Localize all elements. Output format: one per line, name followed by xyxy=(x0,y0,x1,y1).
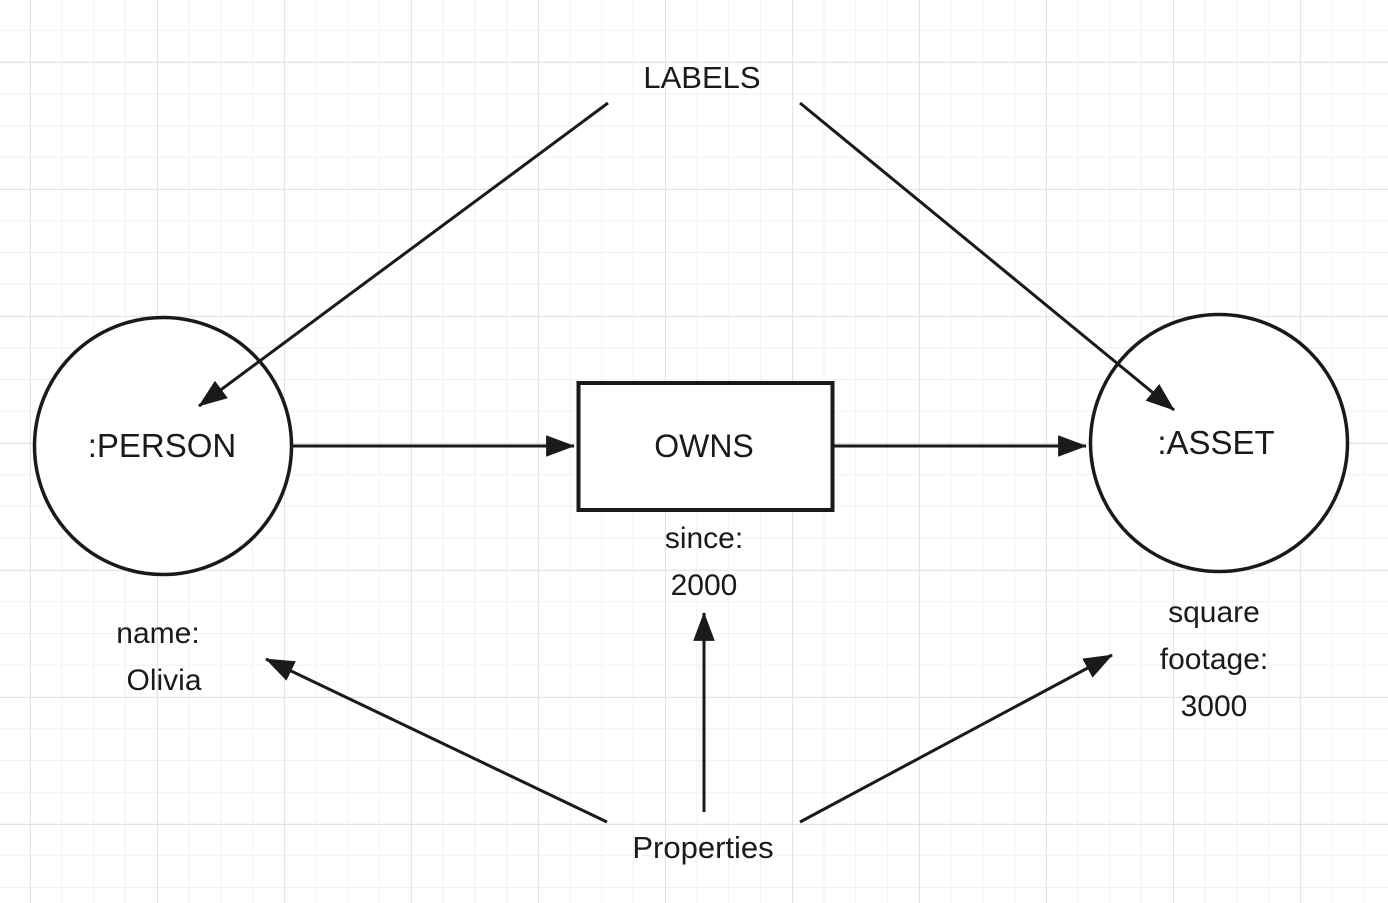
properties-annotation: Properties xyxy=(632,830,773,865)
labels-to-person-arrow xyxy=(198,101,609,408)
asset-property-line-2: footage: xyxy=(1160,643,1268,676)
asset-property-line-1: square xyxy=(1168,596,1260,629)
person-property-line-2: Olivia xyxy=(126,664,201,697)
properties-to-name-arrow xyxy=(265,657,608,824)
asset-node-label: :ASSET xyxy=(1157,424,1274,461)
labels-to-asset-arrow xyxy=(799,101,1175,412)
asset-property-line-3: 3000 xyxy=(1181,690,1248,723)
owns-property-line-1: since: xyxy=(665,522,743,555)
owns-property-line-2: 2000 xyxy=(671,569,738,602)
properties-to-footage-arrow xyxy=(799,653,1113,824)
asset-node-circle xyxy=(1088,312,1350,574)
owns-relationship-label: OWNS xyxy=(654,428,754,464)
person-node-label: :PERSON xyxy=(88,427,237,464)
labels-annotation: LABELS xyxy=(643,60,760,95)
owns-relationship-box xyxy=(576,381,835,512)
person-property-line-1: name: xyxy=(116,617,199,650)
